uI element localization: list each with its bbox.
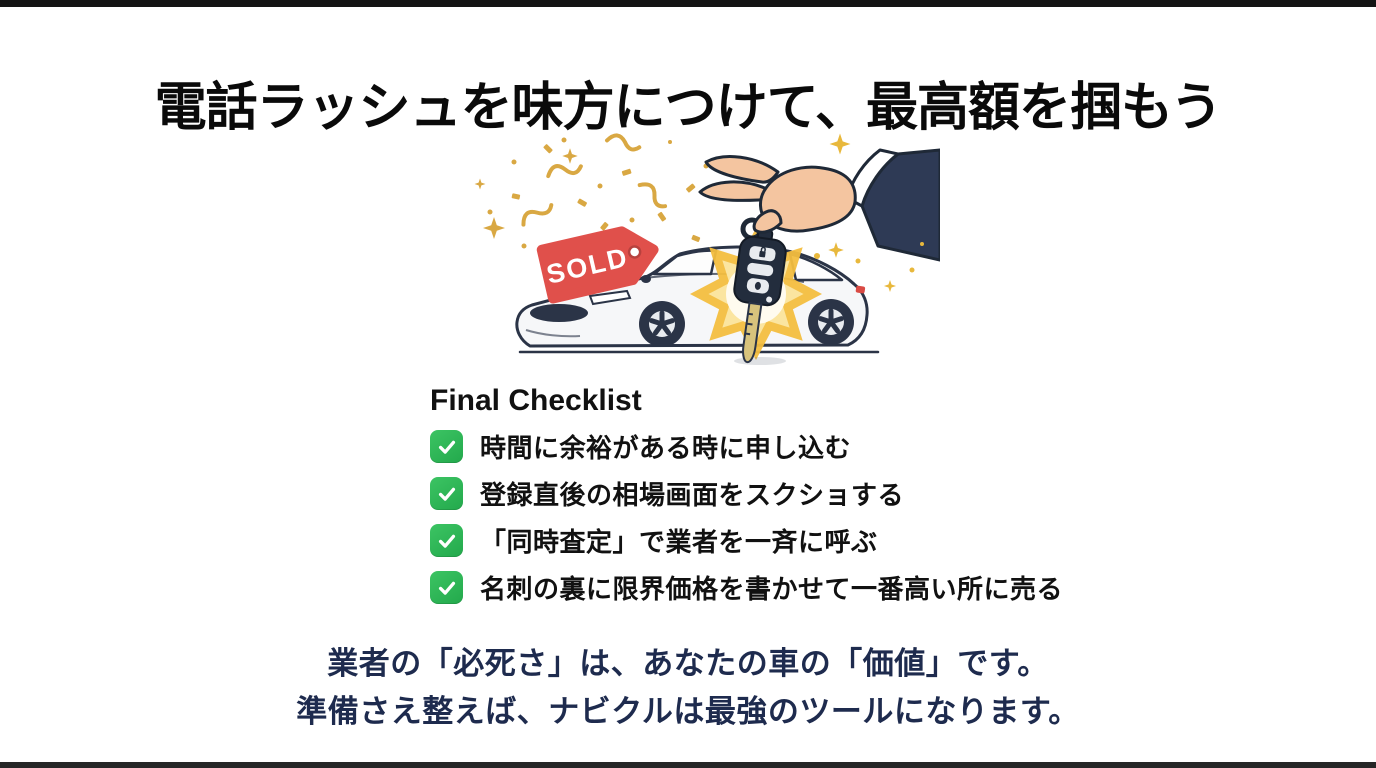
confetti-icon — [474, 133, 709, 271]
checklist-item-label: 時間に余裕がある時に申し込む — [480, 433, 852, 463]
rear-wheel-icon — [808, 299, 854, 345]
closing-message: 業者の「必死さ」は、あなたの車の「価値」です。 準備さえ整えば、ナビクルは最強の… — [0, 640, 1376, 736]
top-border-bar — [0, 0, 1376, 7]
car-sold-illustration: SOLD — [474, 133, 940, 365]
checklist-item: 時間に余裕がある時に申し込む — [430, 430, 1063, 463]
sparkles-icon — [814, 133, 924, 293]
checklist-item-label: 登録直後の相場画面をスクショする — [480, 480, 905, 510]
hand-with-key-icon — [698, 148, 940, 262]
checklist-item: 「同時査定」で業者を一斉に呼ぶ — [430, 524, 1063, 557]
checklist-heading: Final Checklist — [430, 384, 642, 417]
sold-tag: SOLD — [536, 226, 659, 304]
final-checklist: Final Checklist 時間に余裕がある時に申し込む 登録直後の相場画面… — [430, 384, 1063, 618]
checklist-item-label: 「同時査定」で業者を一斉に呼ぶ — [480, 527, 878, 557]
front-wheel-icon — [639, 301, 685, 347]
checklist-item-label: 名刺の裏に限界価格を書かせて一番高い所に売る — [480, 574, 1064, 604]
closing-line: 業者の「必死さ」は、あなたの車の「価値」です。 — [327, 646, 1049, 681]
checklist-item: 登録直後の相場画面をスクショする — [430, 477, 1063, 510]
checkmark-icon — [430, 524, 463, 557]
checkmark-icon — [430, 430, 463, 463]
closing-line: 準備さえ整えば、ナビクルは最強のツールになります。 — [296, 694, 1080, 729]
bottom-border-bar — [0, 762, 1376, 768]
checkmark-icon — [430, 571, 463, 604]
page-title: 電話ラッシュを味方につけて、最高額を掴もう — [154, 78, 1223, 137]
checklist-item: 名刺の裏に限界価格を書かせて一番高い所に売る — [430, 571, 1063, 604]
checkmark-icon — [430, 477, 463, 510]
